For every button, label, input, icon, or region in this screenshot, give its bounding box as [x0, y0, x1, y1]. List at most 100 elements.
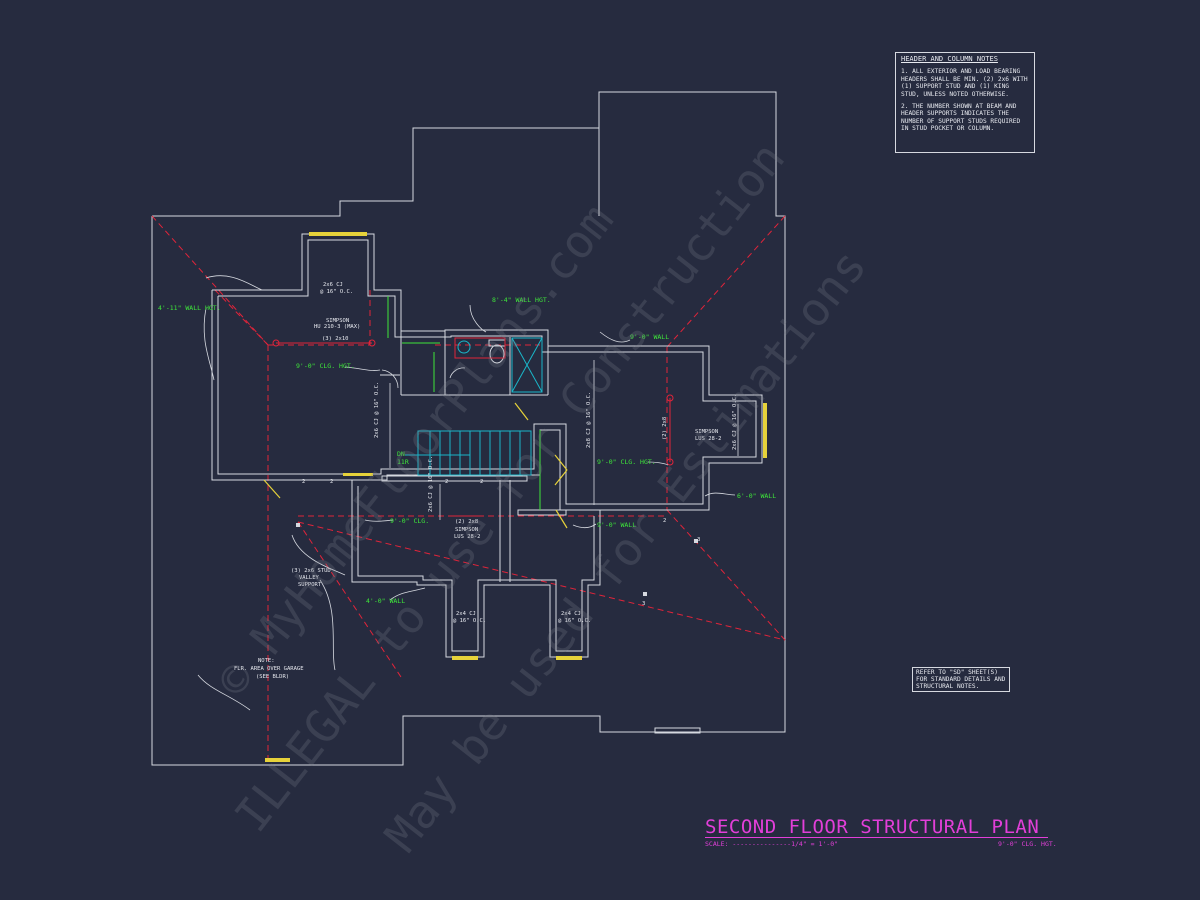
wall-height-label: 6'-0" WALL [737, 492, 776, 500]
title-underline [705, 837, 1048, 838]
leader [205, 275, 263, 291]
valley-line [297, 521, 786, 641]
hip-line [214, 289, 269, 346]
garage-note-label: FLR. AREA OVER GARAGE [234, 666, 304, 672]
stud-count-label: 2 [302, 479, 305, 485]
stud-count-label: 2 [445, 479, 448, 485]
ceiling-height-label: 9'-0" CLG. HGT. [296, 362, 355, 370]
door-arc [381, 369, 399, 389]
leader [704, 492, 736, 497]
hanger-label: SIMPSON [455, 527, 478, 533]
ceiling-joist-spacing: @ 16" O.C. [320, 289, 353, 295]
door-swing [263, 479, 281, 499]
ceiling-joist-label: 2x4 CJ [456, 611, 476, 617]
window-header [309, 232, 367, 236]
hanger-label: SIMPSON [326, 318, 349, 324]
lower-wing-wall-inner [357, 486, 595, 652]
stud-support-label: (3) 2x6 STUD [291, 568, 331, 574]
valley-line [297, 521, 404, 681]
leader [319, 579, 336, 671]
stair-outline [417, 430, 532, 476]
plan-title: SECOND FLOOR STRUCTURAL PLAN [705, 816, 1040, 838]
door-swing [555, 509, 568, 529]
beam-post [666, 394, 674, 402]
ceiling-joist-label: 2x4 CJ [561, 611, 581, 617]
window-header [452, 656, 478, 660]
hip-line [666, 509, 786, 641]
beam-label: (2) 2x8 [662, 417, 668, 440]
notes-item: 2. THE NUMBER SHOWN AT BEAM AND HEADER S… [901, 103, 1021, 133]
door-swing [554, 469, 568, 486]
leader [291, 534, 346, 576]
garage-note-label: (SEE BLDR) [256, 674, 289, 680]
beam-label: (3) 2x10 [322, 336, 349, 342]
stud-support-label: SUPPORT [298, 582, 322, 588]
bath-fixtures [457, 337, 543, 393]
window-header [265, 758, 290, 762]
wall-height-label: 9'-0" WALL [630, 333, 669, 341]
notes-item: 1. ALL EXTERIOR AND LOAD BEARING HEADERS… [901, 68, 1028, 98]
beams [272, 339, 674, 517]
leader [344, 366, 381, 371]
stud-count-label: 3 [642, 601, 645, 607]
stud-count-label: 2 [480, 479, 483, 485]
shower [511, 337, 543, 393]
ceiling-joist-label: 2x6 CJ @ 16" O.C. [732, 394, 738, 450]
ceiling-joist-label: 2x8 CJ @ 16" O.C. [586, 392, 592, 448]
window-header [556, 656, 582, 660]
dimension-arrows [389, 360, 739, 520]
doors [263, 402, 568, 529]
vanity-outline [454, 337, 506, 359]
wall-height-label: 9'-0" WALL [597, 521, 636, 529]
hip-line [151, 215, 269, 346]
leader [197, 674, 251, 711]
ceiling-height-label: 9'-0" CLG. HGT. [597, 458, 656, 466]
ceiling-joist-spacing: @ 16" O.C. [453, 618, 486, 624]
beam-post [272, 339, 280, 347]
window-header [343, 473, 373, 476]
green-walls [387, 296, 541, 510]
hanger-label: HU 210-3 (MAX) [314, 324, 360, 330]
ceiling-joist-label: 2x6 CJ @ 16" O.C. [374, 382, 380, 438]
beam-post [368, 339, 376, 347]
plan-ceiling-height: 9'-0" CLG. HGT. [998, 840, 1057, 848]
leader [599, 331, 631, 343]
leader [469, 304, 487, 333]
shower-diagonal [511, 337, 543, 393]
garage-note-label: NOTE: [258, 658, 275, 664]
lower-wing-wall [351, 480, 601, 658]
building-outline [151, 91, 786, 766]
structural-labels: 2x6 CJ @ 16" O.C. SIMPSON HU 210-3 (MAX)… [234, 282, 722, 680]
window-headers [265, 232, 767, 762]
beam-label: (2) 2x8 [455, 519, 478, 525]
sink-icon [457, 340, 471, 354]
stud-count-label: 2 [330, 479, 333, 485]
header-column-notes: HEADER AND COLUMN NOTES 1. ALL EXTERIOR … [895, 52, 1035, 153]
hanger-label: SIMPSON [695, 429, 718, 435]
ceiling-joist-label: 2x6 CJ [323, 282, 343, 288]
beam-hatches [381, 475, 701, 734]
stud-count-label: 3 [697, 537, 700, 543]
ceiling-joist-spacing: @ 16" O.C. [558, 618, 591, 624]
leader [647, 461, 669, 466]
leader [364, 519, 394, 522]
vertical-labels: 2x6 CJ @ 16" O.C. 2x8 CJ @ 16" O.C. 2x6 … [374, 382, 738, 512]
leader [203, 307, 215, 381]
beam-post [666, 458, 674, 466]
hanger-label: LUS 28-2 [454, 534, 481, 540]
refer-note: REFER TO "SD" SHEET(S) FOR STANDARD DETA… [912, 667, 1010, 692]
door-arcs [381, 367, 466, 389]
upper-floor-wall-inner [217, 239, 757, 505]
wall-height-labels: 4'-11" WALL HGT. 8'-4" WALL HGT. 9'-0" W… [158, 296, 776, 605]
ceiling-joist-label: 2x6 CJ @ 16" O.C. [428, 456, 434, 512]
leader [572, 523, 597, 529]
stud-support-label: VALLEY [299, 575, 320, 581]
leader [389, 587, 426, 601]
wall-height-label: 8'-4" WALL HGT. [492, 296, 551, 304]
posts [296, 523, 698, 596]
stud-count-label: 2 [663, 518, 666, 524]
door-swing [554, 454, 568, 471]
stair-direction-label: DN [397, 450, 405, 458]
hanger-label: LUS 28-2 [695, 436, 722, 442]
